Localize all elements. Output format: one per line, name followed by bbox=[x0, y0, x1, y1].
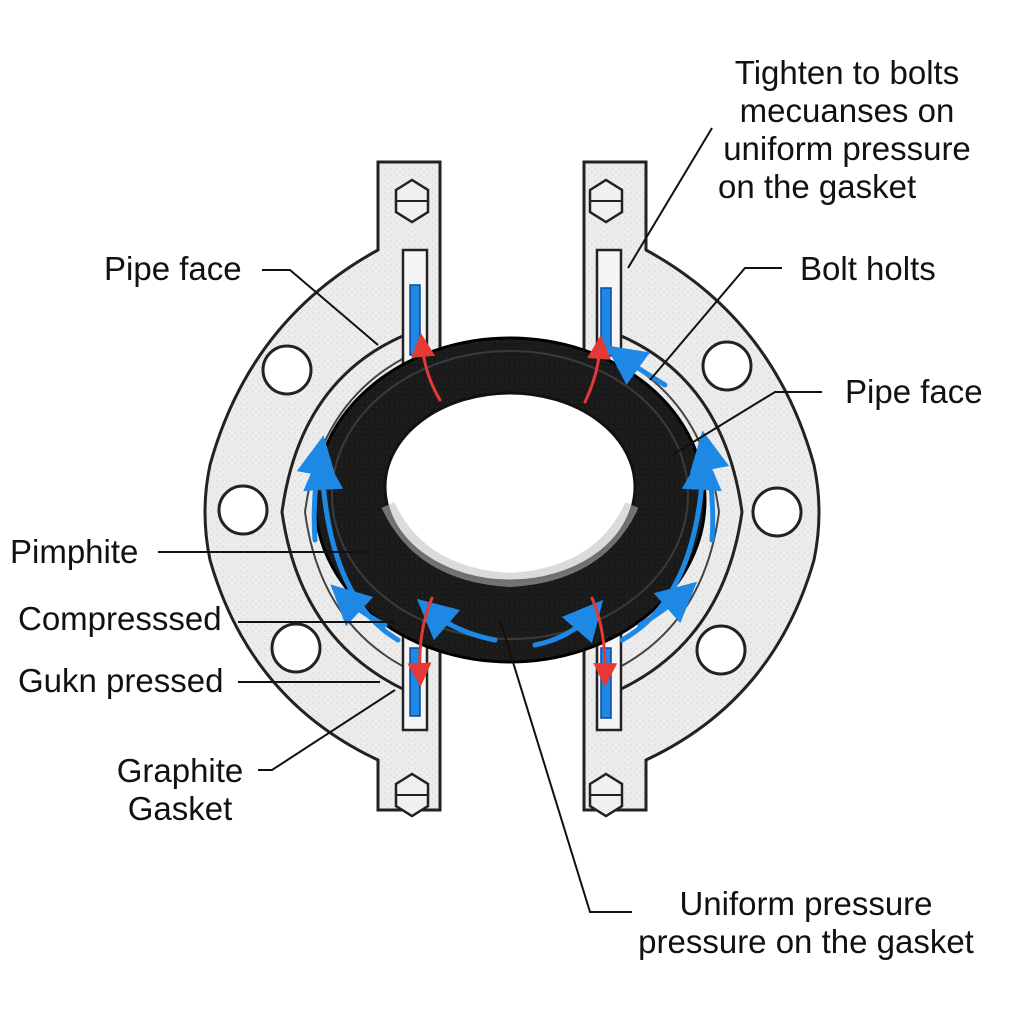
label-tighten-line-1: Tighten to bolts bbox=[734, 54, 960, 91]
label-compressed: Compresssed bbox=[18, 600, 222, 637]
label-graphite-gasket-line-2: Gasket bbox=[127, 790, 233, 827]
bottom-pressure-left bbox=[416, 598, 498, 643]
right-bolt-hole-mid bbox=[751, 486, 803, 538]
label-gukn-pressed: Gukn pressed bbox=[18, 662, 224, 699]
right-bolt-hole-bot bbox=[695, 624, 747, 676]
left-top-nut-icon bbox=[394, 178, 430, 224]
gasket-bore-shadow bbox=[381, 501, 639, 588]
left-pressure-arc bbox=[303, 450, 401, 643]
right-pressure-bottom bbox=[637, 581, 697, 628]
leader-lines bbox=[158, 127, 822, 913]
left-flange-inner-rim bbox=[280, 333, 406, 692]
leader-tighten bbox=[627, 127, 713, 269]
left-bottom-nut-icon bbox=[394, 772, 430, 818]
right-bottom-nut-icon bbox=[588, 772, 624, 818]
force-arrow-top-right bbox=[583, 335, 612, 404]
label-graphite-gasket: Graphite Gasket bbox=[100, 752, 260, 828]
force-arrows bbox=[407, 333, 618, 687]
label-pipe-face-right: Pipe face bbox=[845, 373, 983, 410]
force-arrow-top-left bbox=[411, 333, 442, 402]
left-blue-insert-top bbox=[409, 284, 421, 356]
label-tighten-line-2: mecuanses on bbox=[739, 92, 955, 129]
left-flange-inner-rim-2 bbox=[303, 354, 411, 671]
leader-pipe-face-left bbox=[262, 269, 379, 346]
label-tighten-line-3: uniform pressure bbox=[723, 130, 971, 167]
right-flange-inner-rim-2 bbox=[613, 354, 721, 671]
leader-uniform-pressure bbox=[499, 619, 632, 913]
left-bolt-hole-top bbox=[261, 344, 313, 396]
label-uniform-pressure-line-1: Uniform pressure bbox=[679, 885, 933, 922]
left-pressure-arc-2 bbox=[296, 435, 337, 543]
right-pressure-arc-2 bbox=[689, 430, 730, 543]
label-tighten: Tighten to bolts mecuanses on uniform pr… bbox=[712, 54, 982, 206]
force-arrow-bot-left bbox=[407, 596, 434, 687]
graphite-gasket-ring bbox=[313, 336, 707, 664]
right-top-nut-icon bbox=[588, 178, 624, 224]
right-pressure-top bbox=[605, 345, 668, 388]
leader-pipe-face-right bbox=[671, 391, 822, 456]
label-bolt-holts: Bolt holts bbox=[800, 250, 936, 287]
right-blue-insert-top bbox=[600, 287, 612, 357]
force-arrow-bot-right bbox=[590, 596, 618, 687]
label-pipe-face-left: Pipe face bbox=[104, 250, 242, 287]
left-bolt-hole-bot bbox=[270, 622, 322, 674]
bottom-pressure-right bbox=[532, 599, 604, 648]
label-pimphite: Pimphite bbox=[10, 533, 139, 570]
right-pressure-arc bbox=[619, 450, 722, 643]
gasket-inner-edge bbox=[331, 350, 689, 640]
label-uniform-pressure: Uniform pressure pressure on the gasket bbox=[626, 885, 986, 961]
label-uniform-pressure-line-2: pressure on the gasket bbox=[638, 923, 974, 960]
label-graphite-gasket-line-1: Graphite bbox=[116, 752, 244, 789]
leader-graphite-gasket bbox=[258, 689, 396, 771]
pressure-arrows bbox=[296, 345, 730, 648]
leader-bolt-holts bbox=[649, 267, 782, 381]
right-bolt-hole-top bbox=[701, 340, 753, 392]
label-tighten-line-4: on the gasket bbox=[718, 168, 917, 205]
left-bolt-hole-mid bbox=[217, 484, 269, 536]
right-flange-inner-rim bbox=[618, 333, 744, 692]
